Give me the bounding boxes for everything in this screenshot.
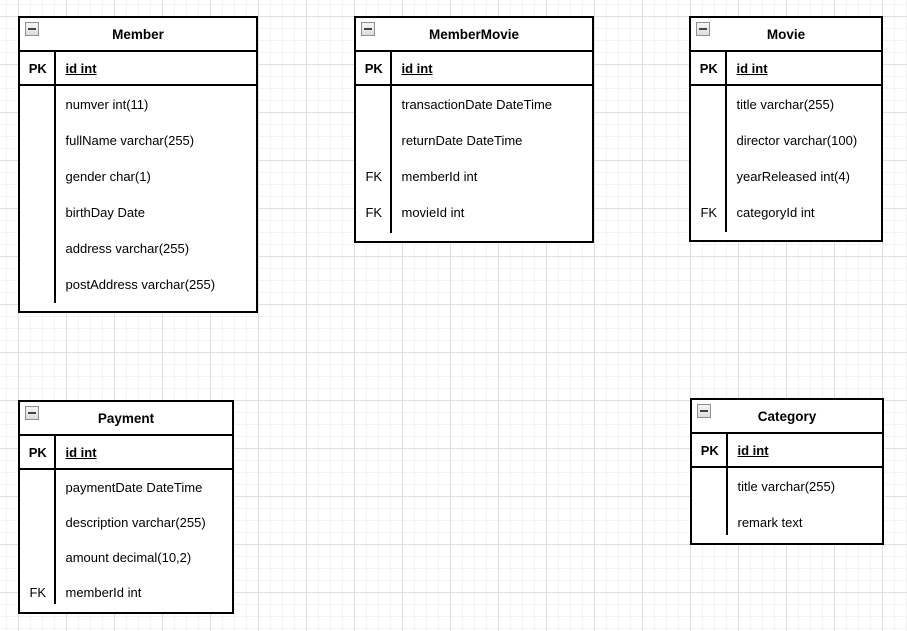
- key-cell: PK: [700, 442, 719, 458]
- key-cell: FK: [700, 204, 718, 220]
- attribute-row[interactable]: birthDay Date: [20, 194, 256, 230]
- entity-title: Category: [757, 408, 817, 424]
- attribute-name: id int: [65, 444, 97, 460]
- attribute-name: numver int(11): [65, 96, 149, 112]
- key-cell: PK: [28, 444, 47, 460]
- column-divider: [390, 52, 392, 233]
- attribute-row[interactable]: fullName varchar(255): [20, 122, 256, 158]
- key-cell: FK: [365, 168, 383, 184]
- entity-body: PK id int transactionDate DateTime retur…: [356, 52, 592, 241]
- attribute-name: paymentDate DateTime: [65, 480, 203, 495]
- minus-glyph: [28, 412, 36, 414]
- key-cell: FK: [365, 204, 383, 220]
- attribute-name: gender char(1): [65, 168, 151, 184]
- attribute-row[interactable]: yearReleased int(4): [691, 158, 881, 194]
- column-divider: [54, 52, 56, 303]
- attribute-row[interactable]: postAddress varchar(255): [20, 266, 256, 302]
- collapse-icon[interactable]: [25, 22, 39, 36]
- attribute-name: yearReleased int(4): [736, 168, 850, 184]
- attribute-name: birthDay Date: [65, 204, 145, 220]
- entity-title: Movie: [766, 26, 806, 42]
- entity-header[interactable]: Payment: [20, 402, 232, 436]
- collapse-icon[interactable]: [696, 22, 710, 36]
- attribute-row[interactable]: FK memberId int: [356, 158, 592, 194]
- attribute-name: memberId int: [401, 168, 478, 184]
- minus-glyph: [28, 28, 36, 30]
- attribute-row[interactable]: FK memberId int: [20, 575, 232, 610]
- attribute-name: id int: [65, 60, 97, 76]
- attribute-name: id int: [736, 60, 768, 76]
- attribute-name: fullName varchar(255): [65, 132, 195, 148]
- minus-glyph: [364, 28, 372, 30]
- entity-title: Member: [112, 26, 164, 42]
- attribute-row[interactable]: description varchar(255): [20, 505, 232, 540]
- attribute-name: memberId int: [65, 585, 142, 600]
- attribute-name: address varchar(255): [65, 240, 190, 256]
- primary-key-row[interactable]: PK id int: [691, 52, 881, 86]
- attribute-row[interactable]: title varchar(255): [692, 468, 882, 504]
- attribute-name: description varchar(255): [65, 515, 206, 530]
- primary-key-row[interactable]: PK id int: [692, 434, 882, 468]
- attribute-name: postAddress varchar(255): [65, 276, 216, 292]
- key-cell: PK: [364, 60, 383, 76]
- entity-body: PK id int numver int(11) fullName varcha…: [20, 52, 256, 311]
- attribute-row[interactable]: transactionDate DateTime: [356, 86, 592, 122]
- key-cell: PK: [699, 60, 718, 76]
- attribute-row[interactable]: director varchar(100): [691, 122, 881, 158]
- attribute-row[interactable]: title varchar(255): [691, 86, 881, 122]
- key-cell: PK: [28, 60, 47, 76]
- column-divider: [725, 52, 727, 232]
- key-cell: FK: [29, 585, 47, 600]
- minus-glyph: [699, 28, 707, 30]
- attribute-row[interactable]: remark text: [692, 504, 882, 540]
- entity-title: MemberMovie: [428, 26, 520, 42]
- entity-membermovie[interactable]: MemberMovie PK id int transactionDate Da…: [354, 16, 594, 243]
- entity-member[interactable]: Member PK id int numver int(11) fullName…: [18, 16, 258, 313]
- collapse-icon[interactable]: [25, 406, 39, 420]
- entity-body: PK id int paymentDate DateTime descripti…: [20, 436, 232, 612]
- primary-key-row[interactable]: PK id int: [20, 436, 232, 470]
- entity-title: Payment: [97, 410, 155, 426]
- entity-header[interactable]: Movie: [691, 18, 881, 52]
- attribute-name: id int: [737, 442, 769, 458]
- collapse-icon[interactable]: [361, 22, 375, 36]
- primary-key-row[interactable]: PK id int: [356, 52, 592, 86]
- entity-movie[interactable]: Movie PK id int title varchar(255) direc…: [689, 16, 883, 242]
- attribute-row[interactable]: address varchar(255): [20, 230, 256, 266]
- entity-header[interactable]: Category: [692, 400, 882, 434]
- attribute-row[interactable]: returnDate DateTime: [356, 122, 592, 158]
- minus-glyph: [700, 410, 708, 412]
- attribute-name: title varchar(255): [736, 96, 835, 112]
- attribute-name: director varchar(100): [736, 132, 858, 148]
- entity-header[interactable]: MemberMovie: [356, 18, 592, 52]
- attribute-name: amount decimal(10,2): [65, 550, 192, 565]
- attribute-row[interactable]: gender char(1): [20, 158, 256, 194]
- attribute-name: title varchar(255): [737, 478, 836, 494]
- attribute-name: remark text: [737, 514, 803, 530]
- collapse-icon[interactable]: [697, 404, 711, 418]
- attribute-name: id int: [401, 60, 433, 76]
- primary-key-row[interactable]: PK id int: [20, 52, 256, 86]
- entity-category[interactable]: Category PK id int title varchar(255) re…: [690, 398, 884, 545]
- attribute-row[interactable]: FK movieId int: [356, 194, 592, 230]
- entity-header[interactable]: Member: [20, 18, 256, 52]
- attribute-row[interactable]: numver int(11): [20, 86, 256, 122]
- column-divider: [54, 436, 56, 604]
- attribute-row[interactable]: FK categoryId int: [691, 194, 881, 230]
- attribute-name: transactionDate DateTime: [401, 96, 553, 112]
- entity-payment[interactable]: Payment PK id int paymentDate DateTime d…: [18, 400, 234, 614]
- attribute-name: returnDate DateTime: [401, 132, 523, 148]
- column-divider: [726, 434, 728, 535]
- entity-body: PK id int title varchar(255) remark text: [692, 434, 882, 543]
- attribute-name: categoryId int: [736, 204, 815, 220]
- attribute-row[interactable]: paymentDate DateTime: [20, 470, 232, 505]
- attribute-row[interactable]: amount decimal(10,2): [20, 540, 232, 575]
- attribute-name: movieId int: [401, 204, 465, 220]
- entity-body: PK id int title varchar(255) director va…: [691, 52, 881, 240]
